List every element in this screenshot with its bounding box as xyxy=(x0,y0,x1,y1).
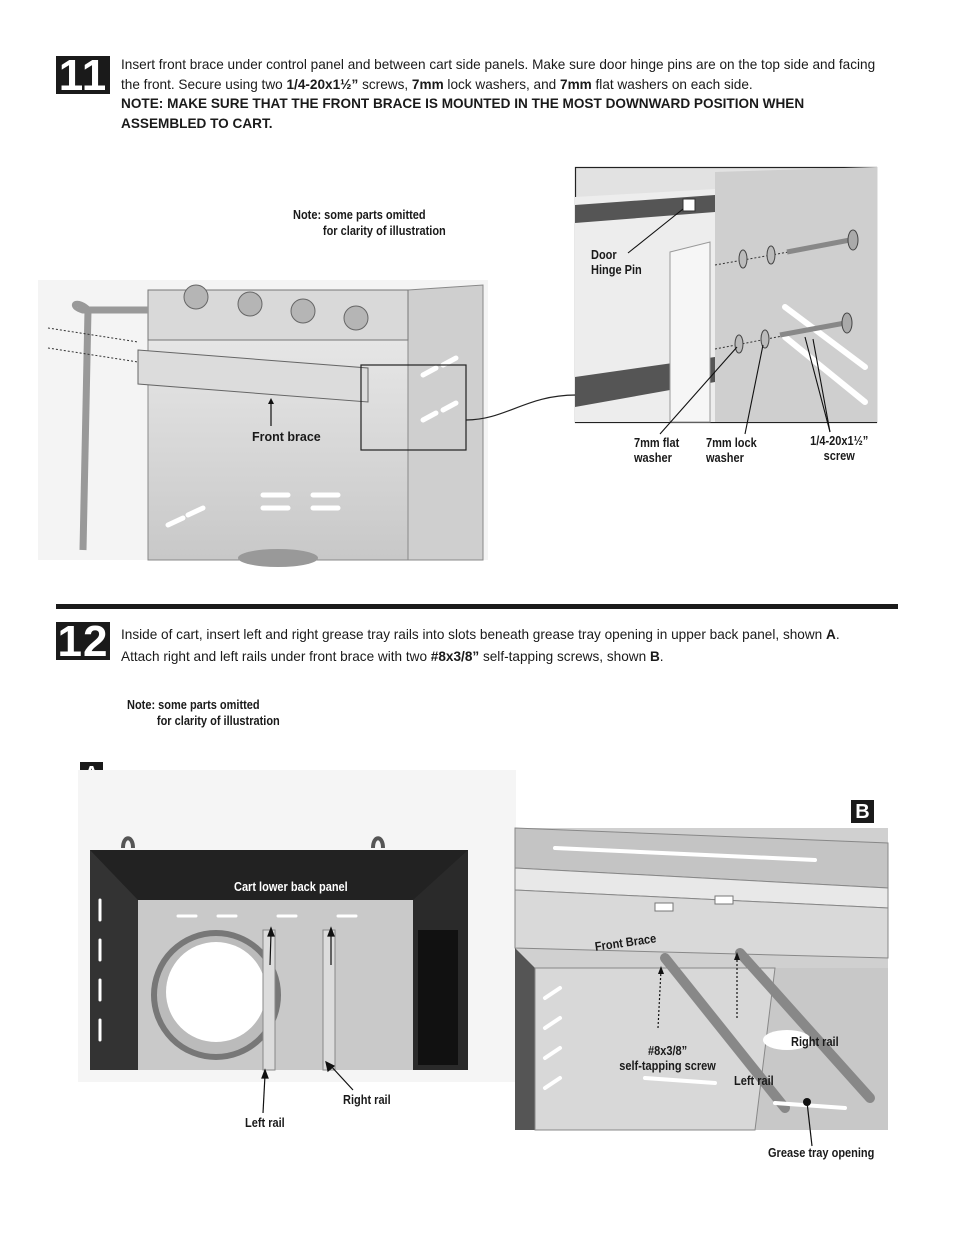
lock-washer-label: 7mm lock washer xyxy=(706,436,757,466)
lock-washer-line-1: 7mm lock xyxy=(706,436,757,450)
note-line-2: for clarity of illustration xyxy=(322,224,446,238)
panel-b-letter: B xyxy=(851,800,874,823)
step-12-text-3: Attach right and left rails under front … xyxy=(121,649,431,664)
grill-cart-illustration xyxy=(38,280,488,567)
front-brace-arrow xyxy=(268,398,274,426)
panel-b-screw-line-2: self-tapping screw xyxy=(619,1059,716,1073)
step-11-text-4: flat washers on each side. xyxy=(591,76,753,92)
note-line-1: Note: some parts omitted xyxy=(127,698,260,712)
panel-b-illustration xyxy=(514,827,889,1147)
screw-spec: 1/4-20x1½” xyxy=(286,76,359,92)
detail-connector xyxy=(465,394,577,421)
panel-b-screw-label: #8x3/8” self-tapping screw xyxy=(613,1044,722,1074)
panel-b-right-rail-label: Right rail xyxy=(791,1035,839,1049)
panel-a-right-rail-label: Right rail xyxy=(343,1093,391,1107)
step-12-text-1: Inside of cart, insert left and right gr… xyxy=(121,627,827,642)
step-12-number: 12 xyxy=(56,617,110,666)
screw-label: 1/4-20x1½” screw xyxy=(804,434,874,464)
front-brace-label: Front brace xyxy=(252,430,321,444)
step-11-text-2: screws, xyxy=(358,76,412,92)
flat-washer-line-2: washer xyxy=(634,451,672,465)
step-11-text-1: Insert front brace under control panel a… xyxy=(121,57,876,92)
lock-washer-spec: 7mm xyxy=(411,76,444,92)
note-line-1: Note: some parts omitted xyxy=(293,208,426,222)
ref-b: B xyxy=(649,649,660,664)
step-11-instructions: Insert front brace under control panel a… xyxy=(121,55,891,133)
step-12-text-2: . xyxy=(835,627,840,642)
step-11-illustration-note: Note: some parts omitted for clarity of … xyxy=(293,207,446,239)
panel-b-left-rail-label: Left rail xyxy=(734,1074,774,1088)
grease-tray-opening-label: Grease tray opening xyxy=(768,1146,875,1160)
section-divider xyxy=(56,604,898,609)
flat-washer-label: 7mm flat washer xyxy=(634,436,679,466)
panel-a-illustration xyxy=(78,770,516,1114)
step-11-caps-note: NOTE: MAKE SURE THAT THE FRONT BRACE IS … xyxy=(121,96,805,131)
door-hinge-pin-label: Door Hinge Pin xyxy=(591,248,642,278)
step-12-text-5: . xyxy=(659,649,664,664)
ref-a: A xyxy=(826,627,836,642)
screw-line-2: screw xyxy=(823,449,855,463)
flat-washer-line-1: 7mm flat xyxy=(634,436,680,450)
lock-washer-line-2: washer xyxy=(706,451,744,465)
step-12-illustration-note: Note: some parts omitted for clarity of … xyxy=(127,697,280,729)
step-11-text-3: lock washers, and xyxy=(443,76,561,92)
step-11-number: 11 xyxy=(56,54,110,98)
flat-washer-spec: 7mm xyxy=(560,76,592,92)
panel-b-screw-line-1: #8x3/8” xyxy=(647,1044,688,1058)
panel-a-left-rail-label: Left rail xyxy=(245,1116,285,1130)
hinge-detail-illustration xyxy=(574,166,878,435)
note-line-2: for clarity of illustration xyxy=(156,714,280,728)
step-12-text-4: self-tapping screws, shown xyxy=(479,649,650,664)
door-hinge-pin-line-2: Hinge Pin xyxy=(591,263,642,277)
step-12-instructions: Inside of cart, insert left and right gr… xyxy=(121,624,901,668)
cart-lower-back-panel-label: Cart lower back panel xyxy=(234,880,348,894)
door-hinge-pin-line-1: Door xyxy=(591,248,617,262)
screw-line-1: 1/4-20x1½” xyxy=(810,434,869,448)
self-tapping-screw-spec: #8x3/8” xyxy=(430,649,480,664)
